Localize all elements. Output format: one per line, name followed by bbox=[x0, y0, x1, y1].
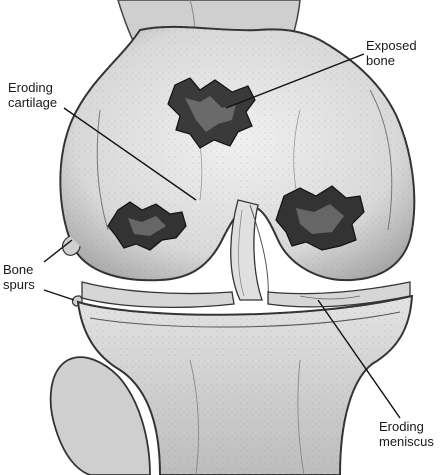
label-eroding-meniscus: Eroding meniscus bbox=[379, 419, 434, 449]
label-bone-spurs: Bone spurs bbox=[3, 262, 35, 292]
bone-spurs bbox=[63, 236, 83, 306]
label-eroding-cartilage: Eroding cartilage bbox=[8, 80, 57, 110]
label-eroding-cartilage-line2: cartilage bbox=[8, 95, 57, 110]
label-bone-spurs-line2: spurs bbox=[3, 277, 35, 292]
label-bone-spurs-line1: Bone bbox=[3, 262, 35, 277]
cruciate-ligaments bbox=[231, 200, 269, 300]
label-eroding-meniscus-line1: Eroding bbox=[379, 419, 434, 434]
label-exposed-bone: Exposed bone bbox=[366, 38, 417, 68]
label-eroding-meniscus-line2: meniscus bbox=[379, 434, 434, 449]
label-eroding-cartilage-line1: Eroding bbox=[8, 80, 57, 95]
label-exposed-bone-line2: bone bbox=[366, 53, 417, 68]
leader-bone-spurs-lower bbox=[44, 290, 74, 300]
label-exposed-bone-line1: Exposed bbox=[366, 38, 417, 53]
